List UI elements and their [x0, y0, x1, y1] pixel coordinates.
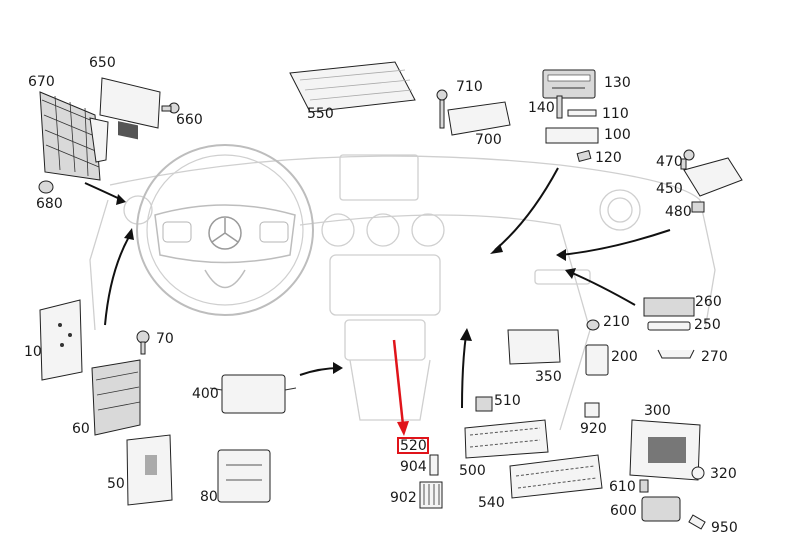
part-540 [509, 454, 603, 499]
label-480[interactable]: 480 [665, 204, 692, 220]
label-450[interactable]: 450 [656, 181, 683, 197]
label-920[interactable]: 920 [580, 421, 607, 437]
assembly-arrows [84, 167, 671, 409]
part-450 [683, 157, 743, 197]
label-670[interactable]: 670 [28, 74, 55, 90]
part-270 [657, 349, 695, 359]
label-120[interactable]: 120 [595, 150, 622, 166]
part-130 [542, 69, 596, 99]
label-350[interactable]: 350 [535, 369, 562, 385]
label-300[interactable]: 300 [644, 403, 671, 419]
label-610[interactable]: 610 [609, 479, 636, 495]
part-710 [436, 89, 448, 129]
part-400 [209, 374, 297, 414]
part-660 [161, 102, 180, 114]
label-540[interactable]: 540 [478, 495, 505, 511]
label-210[interactable]: 210 [603, 314, 630, 330]
label-80[interactable]: 80 [200, 489, 218, 505]
part-300 [629, 419, 701, 481]
part-550 [289, 61, 416, 113]
part-902 [419, 481, 443, 509]
part-610 [639, 479, 649, 493]
label-50[interactable]: 50 [107, 476, 125, 492]
part-140 [556, 95, 563, 119]
label-710[interactable]: 710 [456, 79, 483, 95]
label-904[interactable]: 904 [400, 459, 427, 475]
part-904 [429, 454, 439, 476]
label-110[interactable]: 110 [602, 106, 629, 122]
part-10 [39, 299, 83, 381]
label-200[interactable]: 200 [611, 349, 638, 365]
part-920 [584, 402, 600, 418]
highlight-box [397, 437, 429, 454]
part-650 [99, 77, 161, 140]
label-70[interactable]: 70 [156, 331, 174, 347]
part-350 [507, 329, 561, 365]
label-60[interactable]: 60 [72, 421, 90, 437]
label-130[interactable]: 130 [604, 75, 631, 91]
part-480 [691, 201, 705, 213]
highlight-arrow [392, 339, 409, 436]
label-500[interactable]: 500 [459, 463, 486, 479]
part-680 [38, 180, 54, 194]
part-320 [691, 466, 705, 480]
label-700[interactable]: 700 [475, 132, 502, 148]
label-550[interactable]: 550 [307, 106, 334, 122]
part-210 [586, 319, 600, 331]
part-500 [464, 419, 549, 459]
label-600[interactable]: 600 [610, 503, 637, 519]
label-100[interactable]: 100 [604, 127, 631, 143]
part-470 [680, 149, 695, 170]
part-80 [217, 449, 271, 503]
label-140[interactable]: 140 [528, 100, 555, 116]
part-200 [585, 344, 609, 376]
part-60 [91, 359, 141, 436]
label-510[interactable]: 510 [494, 393, 521, 409]
label-902[interactable]: 902 [390, 490, 417, 506]
part-260 [643, 297, 695, 317]
part-250 [647, 321, 691, 331]
part-100 [545, 127, 599, 144]
part-510 [475, 396, 493, 412]
label-400[interactable]: 400 [192, 386, 219, 402]
part-700 [447, 101, 511, 136]
part-110 [567, 109, 597, 117]
part-950 [688, 514, 706, 530]
part-50 [126, 434, 173, 506]
steering-wheel [136, 144, 314, 316]
label-260[interactable]: 260 [695, 294, 722, 310]
label-470[interactable]: 470 [656, 154, 683, 170]
label-650[interactable]: 650 [89, 55, 116, 71]
label-520[interactable]: 520 [400, 438, 427, 454]
label-250[interactable]: 250 [694, 317, 721, 333]
dashboard-outline [89, 154, 716, 431]
part-120 [576, 149, 592, 163]
label-10[interactable]: 10 [24, 344, 42, 360]
label-270[interactable]: 270 [701, 349, 728, 365]
part-670 [39, 91, 109, 181]
part-70 [136, 330, 150, 355]
label-320[interactable]: 320 [710, 466, 737, 482]
part-600 [641, 496, 681, 522]
label-680[interactable]: 680 [36, 196, 63, 212]
label-950[interactable]: 950 [711, 520, 738, 536]
label-660[interactable]: 660 [176, 112, 203, 128]
